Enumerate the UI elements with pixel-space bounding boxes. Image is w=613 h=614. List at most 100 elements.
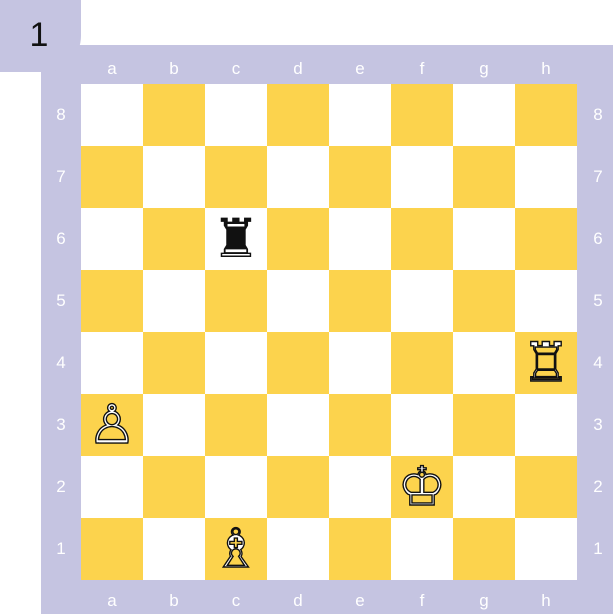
- white-bishop-piece[interactable]: ♗: [212, 522, 260, 576]
- square-h6[interactable]: [515, 208, 577, 270]
- file-label-bot: c: [205, 591, 267, 611]
- square-c7[interactable]: [205, 146, 267, 208]
- square-a7[interactable]: [81, 146, 143, 208]
- square-d3[interactable]: [267, 394, 329, 456]
- file-label-top: f: [391, 59, 453, 79]
- square-f6[interactable]: [391, 208, 453, 270]
- square-e3[interactable]: [329, 394, 391, 456]
- square-d8[interactable]: [267, 84, 329, 146]
- black-rook-piece[interactable]: ♜: [212, 212, 260, 266]
- square-g7[interactable]: [453, 146, 515, 208]
- rank-label-right: 4: [580, 353, 613, 373]
- file-label-top: b: [143, 59, 205, 79]
- square-f8[interactable]: [391, 84, 453, 146]
- square-b8[interactable]: [143, 84, 205, 146]
- square-g5[interactable]: [453, 270, 515, 332]
- square-a8[interactable]: [81, 84, 143, 146]
- rank-label-right: 3: [580, 415, 613, 435]
- square-c5[interactable]: [205, 270, 267, 332]
- square-b2[interactable]: [143, 456, 205, 518]
- white-king-piece[interactable]: ♔: [398, 460, 446, 514]
- rank-label-left: 4: [43, 353, 79, 373]
- rank-label-left: 7: [43, 167, 79, 187]
- rank-label-right: 5: [580, 291, 613, 311]
- square-f7[interactable]: [391, 146, 453, 208]
- square-g4[interactable]: [453, 332, 515, 394]
- square-b6[interactable]: [143, 208, 205, 270]
- square-h7[interactable]: [515, 146, 577, 208]
- square-h5[interactable]: [515, 270, 577, 332]
- square-a5[interactable]: [81, 270, 143, 332]
- square-g3[interactable]: [453, 394, 515, 456]
- square-c6[interactable]: ♜: [205, 208, 267, 270]
- square-c2[interactable]: [205, 456, 267, 518]
- rank-label-right: 6: [580, 229, 613, 249]
- square-d7[interactable]: [267, 146, 329, 208]
- file-label-top: e: [329, 59, 391, 79]
- square-e5[interactable]: [329, 270, 391, 332]
- rank-label-left: 1: [43, 539, 79, 559]
- square-a1[interactable]: [81, 518, 143, 580]
- square-h2[interactable]: [515, 456, 577, 518]
- white-rook-piece[interactable]: ♖: [522, 336, 570, 390]
- file-label-top: g: [453, 59, 515, 79]
- rank-label-left: 3: [43, 415, 79, 435]
- rank-label-right: 1: [580, 539, 613, 559]
- rank-label-left: 2: [43, 477, 79, 497]
- square-f2[interactable]: ♔: [391, 456, 453, 518]
- puzzle-number: 1: [0, 0, 78, 70]
- file-label-bot: g: [453, 591, 515, 611]
- square-a2[interactable]: [81, 456, 143, 518]
- square-b4[interactable]: [143, 332, 205, 394]
- square-c3[interactable]: [205, 394, 267, 456]
- square-c4[interactable]: [205, 332, 267, 394]
- rank-label-left: 8: [43, 105, 79, 125]
- square-h4[interactable]: ♖: [515, 332, 577, 394]
- square-h1[interactable]: [515, 518, 577, 580]
- rank-label-right: 7: [580, 167, 613, 187]
- file-label-bot: h: [515, 591, 577, 611]
- square-b1[interactable]: [143, 518, 205, 580]
- square-e6[interactable]: [329, 208, 391, 270]
- square-g8[interactable]: [453, 84, 515, 146]
- chess-board[interactable]: ♜ ♖ ♙ ♔ ♗: [81, 84, 577, 580]
- square-b5[interactable]: [143, 270, 205, 332]
- square-d1[interactable]: [267, 518, 329, 580]
- file-label-bot: e: [329, 591, 391, 611]
- file-label-bot: a: [81, 591, 143, 611]
- square-c8[interactable]: [205, 84, 267, 146]
- file-label-top: h: [515, 59, 577, 79]
- rank-label-right: 2: [580, 477, 613, 497]
- square-f5[interactable]: [391, 270, 453, 332]
- square-f4[interactable]: [391, 332, 453, 394]
- square-g1[interactable]: [453, 518, 515, 580]
- rank-label-left: 5: [43, 291, 79, 311]
- square-f3[interactable]: [391, 394, 453, 456]
- square-g6[interactable]: [453, 208, 515, 270]
- rank-label-left: 6: [43, 229, 79, 249]
- file-label-top: c: [205, 59, 267, 79]
- square-b7[interactable]: [143, 146, 205, 208]
- file-label-top: d: [267, 59, 329, 79]
- square-a4[interactable]: [81, 332, 143, 394]
- square-e1[interactable]: [329, 518, 391, 580]
- square-d5[interactable]: [267, 270, 329, 332]
- square-g2[interactable]: [453, 456, 515, 518]
- square-d2[interactable]: [267, 456, 329, 518]
- square-d4[interactable]: [267, 332, 329, 394]
- white-pawn-piece[interactable]: ♙: [88, 398, 136, 452]
- square-f1[interactable]: [391, 518, 453, 580]
- square-e4[interactable]: [329, 332, 391, 394]
- square-a3[interactable]: ♙: [81, 394, 143, 456]
- square-c1[interactable]: ♗: [205, 518, 267, 580]
- square-a6[interactable]: [81, 208, 143, 270]
- square-e7[interactable]: [329, 146, 391, 208]
- square-e2[interactable]: [329, 456, 391, 518]
- file-label-top: a: [81, 59, 143, 79]
- square-h8[interactable]: [515, 84, 577, 146]
- puzzle-number-badge: 1: [0, 0, 81, 72]
- square-e8[interactable]: [329, 84, 391, 146]
- square-b3[interactable]: [143, 394, 205, 456]
- square-h3[interactable]: [515, 394, 577, 456]
- square-d6[interactable]: [267, 208, 329, 270]
